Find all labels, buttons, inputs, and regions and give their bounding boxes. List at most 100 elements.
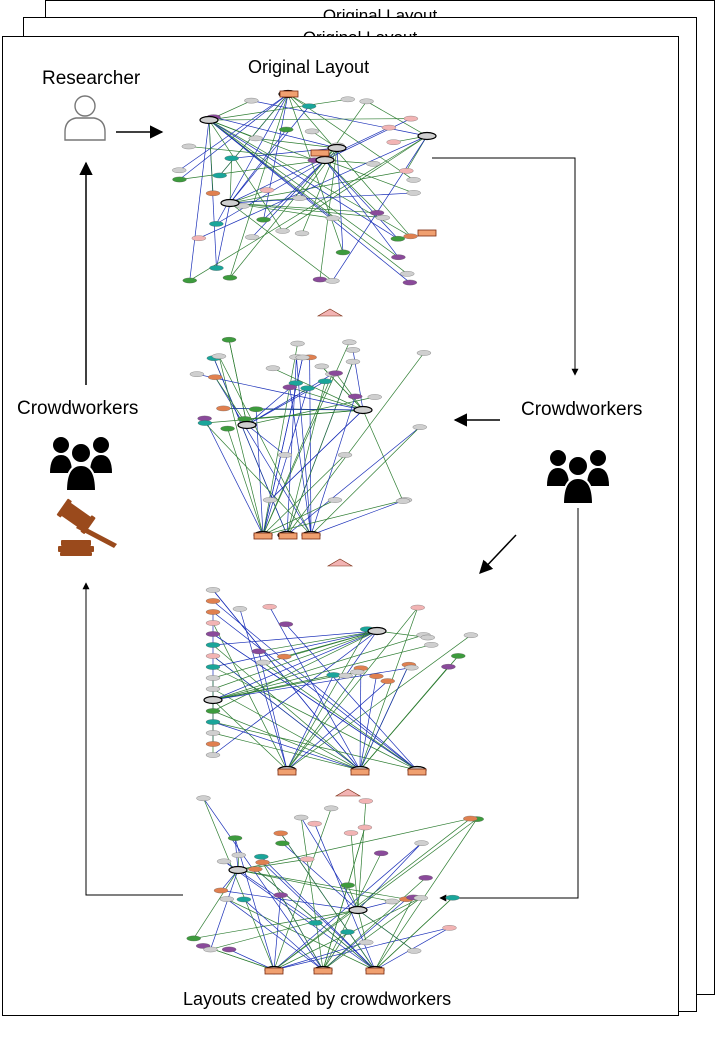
edge [208, 119, 399, 240]
edge [243, 899, 324, 971]
edge [229, 129, 287, 204]
edge [212, 634, 424, 701]
edge [347, 885, 359, 911]
crowd-network-layout-1 [189, 308, 432, 540]
hub-node [199, 115, 219, 125]
edge [213, 358, 288, 536]
node [248, 135, 263, 142]
edge [212, 630, 378, 756]
edge [357, 909, 367, 943]
node [403, 115, 419, 122]
node [418, 875, 433, 881]
node [205, 609, 221, 615]
edge [219, 93, 289, 176]
node [463, 815, 478, 822]
node [390, 235, 405, 242]
node [255, 859, 270, 866]
hub-node [228, 865, 248, 875]
node [367, 394, 382, 400]
edge [336, 147, 344, 253]
node [325, 215, 340, 221]
node [340, 882, 355, 888]
network-edges [196, 339, 425, 536]
node [384, 898, 400, 905]
front-sheet [2, 36, 679, 1016]
edge [262, 454, 346, 536]
hub-node [348, 905, 368, 915]
box-node [350, 768, 370, 776]
edge [359, 664, 410, 771]
node [273, 892, 288, 898]
edge [210, 869, 239, 950]
edge [229, 127, 390, 204]
edge [193, 909, 359, 939]
edge [229, 202, 383, 219]
node [251, 648, 266, 655]
node [312, 276, 328, 283]
caption: Layouts created by crowdworkers [183, 989, 452, 1009]
node [255, 659, 271, 666]
node [406, 190, 421, 196]
edge [204, 422, 312, 536]
edge [208, 119, 214, 194]
node [366, 161, 381, 167]
node [208, 374, 223, 380]
edge [262, 499, 336, 536]
edge [246, 373, 333, 426]
node [275, 840, 290, 847]
node [231, 852, 246, 858]
node [205, 752, 221, 758]
node [357, 824, 373, 831]
edge [359, 676, 377, 771]
node [205, 675, 221, 681]
node [325, 278, 340, 284]
hub-node [367, 626, 387, 636]
edge [226, 898, 324, 971]
node [197, 420, 213, 426]
edge [359, 668, 362, 771]
edge [374, 897, 453, 971]
edge [287, 93, 411, 237]
edge [309, 357, 312, 536]
edge [374, 897, 414, 971]
node [335, 249, 351, 256]
edge [229, 949, 275, 971]
crowd-network-layout-2 [203, 558, 479, 776]
node [205, 708, 221, 714]
edge [255, 409, 264, 536]
box-node [277, 768, 297, 776]
edge [234, 838, 275, 971]
edge [213, 116, 338, 149]
node [400, 271, 415, 277]
node [442, 925, 457, 931]
judge-gavel-icon [56, 498, 117, 556]
node [350, 669, 365, 675]
edge [212, 630, 378, 668]
network-edges [212, 589, 472, 771]
box-node [407, 768, 427, 776]
node [203, 946, 218, 953]
edge [204, 418, 264, 536]
triangle-node [316, 308, 344, 317]
edge [261, 856, 376, 971]
edge [179, 93, 289, 171]
node [375, 214, 390, 221]
node [205, 642, 221, 648]
edge [310, 426, 421, 536]
edge [286, 674, 334, 771]
node [262, 497, 278, 503]
hub-node [315, 155, 335, 165]
edge [374, 818, 477, 971]
node [424, 642, 439, 648]
node [402, 279, 418, 286]
edge [282, 843, 359, 911]
node [186, 935, 201, 942]
edge [324, 159, 399, 239]
crowdworkers-right-label: Crowdworkers [521, 399, 643, 420]
edge [212, 630, 378, 646]
node [212, 172, 227, 179]
network-edges [193, 798, 477, 971]
edge [228, 339, 248, 426]
edge [212, 589, 361, 771]
node [205, 587, 221, 593]
